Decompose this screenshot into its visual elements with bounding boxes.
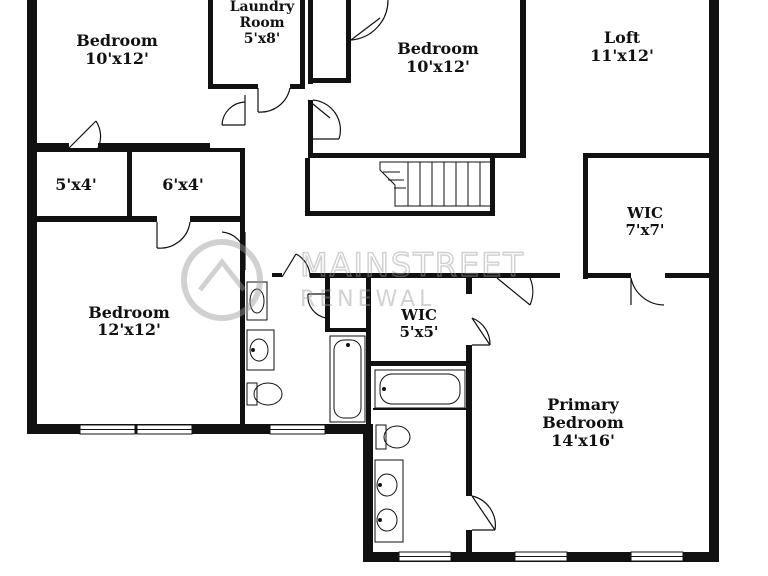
watermark-logo-icon xyxy=(181,239,263,321)
toilet xyxy=(246,382,258,406)
wall-west xyxy=(27,0,37,432)
watermark-line1: MAINSTREET xyxy=(300,246,525,284)
room-closet-6x4-size: 6'x4' xyxy=(162,175,204,194)
room-wic-loft-size: 7'x7' xyxy=(625,221,664,239)
room-loft-name: Loft xyxy=(604,28,641,47)
wall-step xyxy=(363,424,373,560)
room-primary-size: 14'x16' xyxy=(551,431,615,450)
bathtub-primary xyxy=(374,369,466,409)
room-wic-small-size: 5'x5' xyxy=(399,323,438,341)
room-bedroom-a-size: 10'x12' xyxy=(85,49,149,68)
fixtures xyxy=(246,281,466,543)
room-loft-size: 11'x12' xyxy=(590,46,654,65)
room-bedroom-c-name: Bedroom xyxy=(88,303,170,322)
room-closet-5x4-size: 5'x4' xyxy=(55,175,97,194)
watermark-line2: RENEWAL xyxy=(300,287,435,312)
interior-walls xyxy=(37,0,713,554)
staircase xyxy=(379,161,493,207)
vanity-sink xyxy=(246,329,275,371)
room-laundry-name2: Room xyxy=(239,15,284,31)
room-primary-name1: Primary xyxy=(547,395,619,414)
toilet-primary xyxy=(375,424,387,450)
room-bedroom-b-name: Bedroom xyxy=(397,39,479,58)
room-wic-loft-name: WIC xyxy=(626,204,663,222)
room-bedroom-a-name: Bedroom xyxy=(76,31,158,50)
bathtub xyxy=(329,335,366,423)
room-labels: Bedroom 10'x12' Laundry Room 5'x8' Bedro… xyxy=(55,0,664,450)
room-wic-small-name: WIC xyxy=(400,306,437,324)
wall-south-left xyxy=(27,424,372,434)
windows xyxy=(79,424,684,562)
room-bedroom-b-size: 10'x12' xyxy=(406,57,470,76)
double-vanity xyxy=(374,459,404,543)
wall-east xyxy=(709,0,719,562)
room-laundry-name1: Laundry xyxy=(230,0,295,15)
doors xyxy=(68,0,665,531)
watermark: MAINSTREET RENEWAL xyxy=(181,239,525,321)
room-primary-name2: Bedroom xyxy=(542,413,624,432)
room-laundry-size: 5'x8' xyxy=(244,31,280,47)
room-bedroom-c-size: 12'x12' xyxy=(97,320,161,339)
